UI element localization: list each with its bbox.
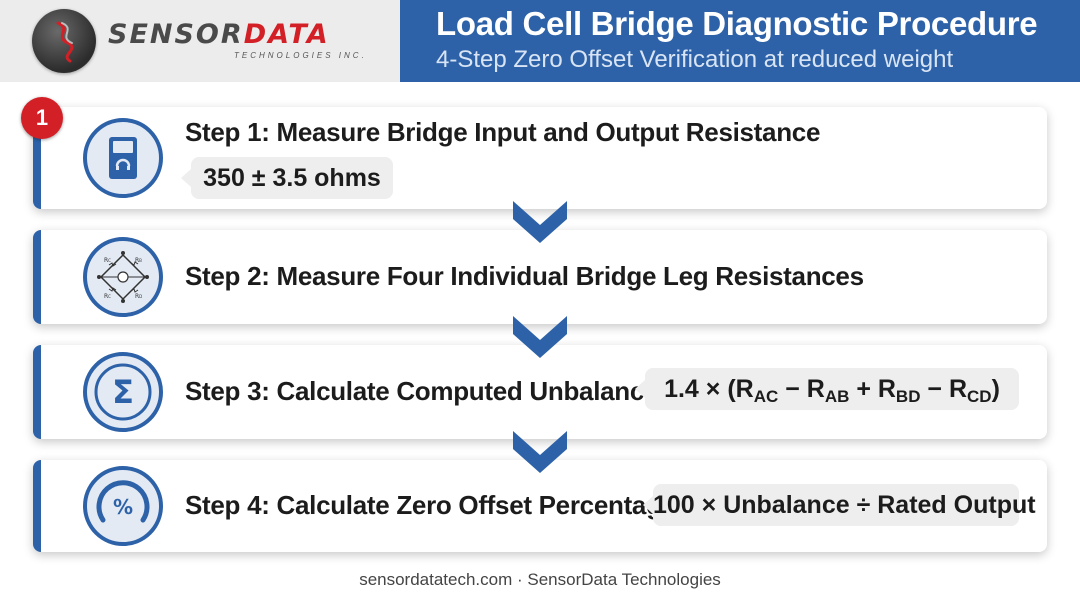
- page-subtitle: 4-Step Zero Offset Verification at reduc…: [436, 46, 954, 73]
- step-3-formula: 1.4 × (RAC − RAB + RBD − RCD): [635, 368, 1019, 410]
- sigma-icon: Σ: [83, 352, 163, 432]
- logo-emblem: [32, 9, 96, 73]
- svg-text:Σ: Σ: [112, 373, 134, 411]
- step-card-3: Σ Step 3: Calculate Computed Unbalance 1…: [33, 345, 1047, 439]
- step-card-4: % Step 4: Calculate Zero Offset Percenta…: [33, 460, 1047, 552]
- page-title: Load Cell Bridge Diagnostic Procedure: [436, 5, 1038, 42]
- svg-text:RD: RD: [135, 293, 142, 300]
- header-title-area: Load Cell Bridge Diagnostic Procedure 4-…: [400, 0, 1080, 82]
- svg-text:RB: RB: [135, 257, 142, 264]
- svg-text:%: %: [113, 495, 133, 519]
- logo-subtitle: TECHNOLOGIES INC.: [234, 51, 367, 60]
- step-card-2: RC RB RC RD Step 2: Measure Four Individ…: [33, 230, 1047, 324]
- step-number-badge: 1: [21, 97, 63, 139]
- footer-credit: sensordatatech.com · SensorData Technolo…: [359, 570, 721, 589]
- chevron-down-icon: [513, 431, 567, 473]
- multimeter-icon: [83, 118, 163, 198]
- step-4-title: Step 4: Calculate Zero Offset Percentage: [185, 490, 676, 520]
- step-2-title: Step 2: Measure Four Individual Bridge L…: [185, 261, 864, 291]
- chevron-down-icon: [513, 316, 567, 358]
- logo-wordmark: SENSORDATA: [108, 19, 330, 50]
- step-card-1: Step 1: Measure Bridge Input and Output …: [33, 107, 1047, 209]
- svg-text:RC: RC: [104, 293, 111, 300]
- step-4-formula: 100 × Unbalance ÷ Rated Output: [643, 484, 1036, 526]
- step-1-title: Step 1: Measure Bridge Input and Output …: [185, 117, 821, 147]
- svg-text:RC: RC: [104, 257, 111, 264]
- header-logo-area: SENSORDATA TECHNOLOGIES INC.: [0, 0, 400, 82]
- step-1-value: 350 ± 3.5 ohms: [181, 157, 393, 199]
- chevron-down-icon: [513, 201, 567, 243]
- percent-gauge-icon: %: [83, 466, 163, 546]
- step-3-title: Step 3: Calculate Computed Unbalance: [185, 376, 659, 406]
- bridge-circuit-icon: RC RB RC RD: [83, 237, 163, 317]
